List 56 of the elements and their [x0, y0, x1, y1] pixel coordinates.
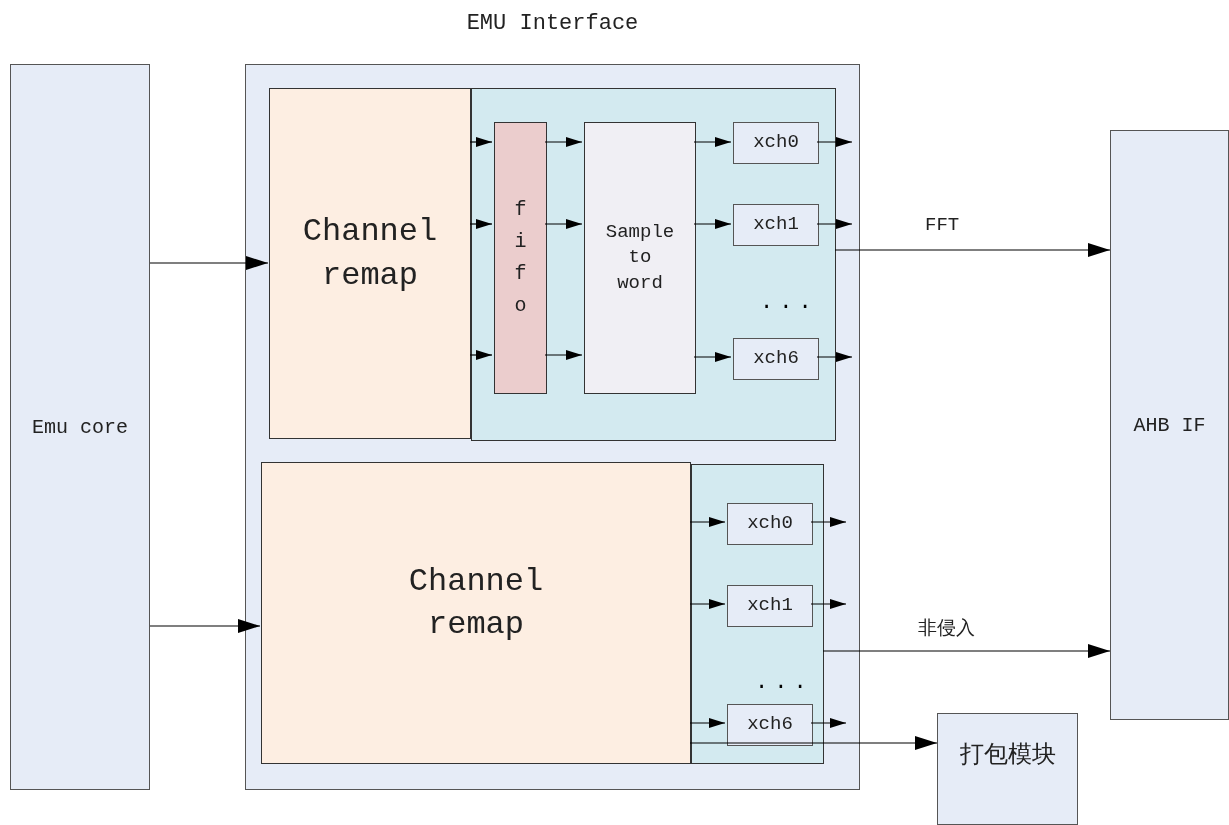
arrow [816, 219, 853, 229]
arrow [544, 350, 583, 360]
edge-label: 非侵入 [918, 617, 975, 641]
node-label: xch0 [747, 511, 793, 537]
node-label: Channel remap [407, 561, 545, 645]
arrow [816, 352, 853, 362]
remap-box [261, 462, 691, 764]
channel-box [727, 585, 813, 627]
group-panel [691, 464, 824, 764]
arrow [693, 219, 732, 229]
ellipsis-label: ... [755, 670, 813, 695]
node-label: AHB IF [1133, 412, 1206, 439]
arrow [816, 137, 853, 147]
arrow [544, 219, 583, 229]
arrow [469, 137, 493, 147]
group-panel [471, 88, 836, 441]
block-box [1110, 130, 1229, 720]
channel-box [727, 503, 813, 545]
node-label: xch1 [747, 593, 793, 619]
node-label: xch6 [753, 346, 799, 372]
remap-box [269, 88, 471, 439]
node-label: xch6 [747, 712, 793, 738]
arrow [693, 137, 732, 147]
node-label: xch1 [753, 212, 799, 238]
arrow [689, 599, 726, 609]
arrow [810, 517, 847, 527]
arrow [834, 243, 1111, 257]
arrow [689, 517, 726, 527]
channel-box [733, 338, 819, 380]
node-label: Emu core [32, 414, 128, 441]
channel-box [733, 204, 819, 246]
block-box [10, 64, 150, 790]
edge-label: FFT [925, 214, 960, 236]
arrow [689, 736, 938, 750]
node-label: Channel remap [301, 212, 439, 296]
arrow [810, 599, 847, 609]
arrow [149, 256, 269, 270]
node-label: xch0 [753, 130, 799, 156]
ellipsis-label: ... [760, 290, 818, 315]
arrow [544, 137, 583, 147]
arrow [810, 718, 847, 728]
arrow [693, 352, 732, 362]
node-label: fifo [513, 197, 528, 319]
process-box [584, 122, 696, 394]
arrow [149, 619, 261, 633]
arrow [469, 219, 493, 229]
fifo-box [494, 122, 547, 394]
channel-box [733, 122, 819, 164]
node-label: 打包模块 [959, 738, 1056, 770]
arrow [689, 718, 726, 728]
title-text: EMU Interface [465, 11, 640, 36]
arrow [822, 644, 1111, 658]
module-box [937, 713, 1078, 825]
channel-box [727, 704, 813, 746]
node-label: Sample to word [605, 219, 675, 296]
arrow [469, 350, 493, 360]
